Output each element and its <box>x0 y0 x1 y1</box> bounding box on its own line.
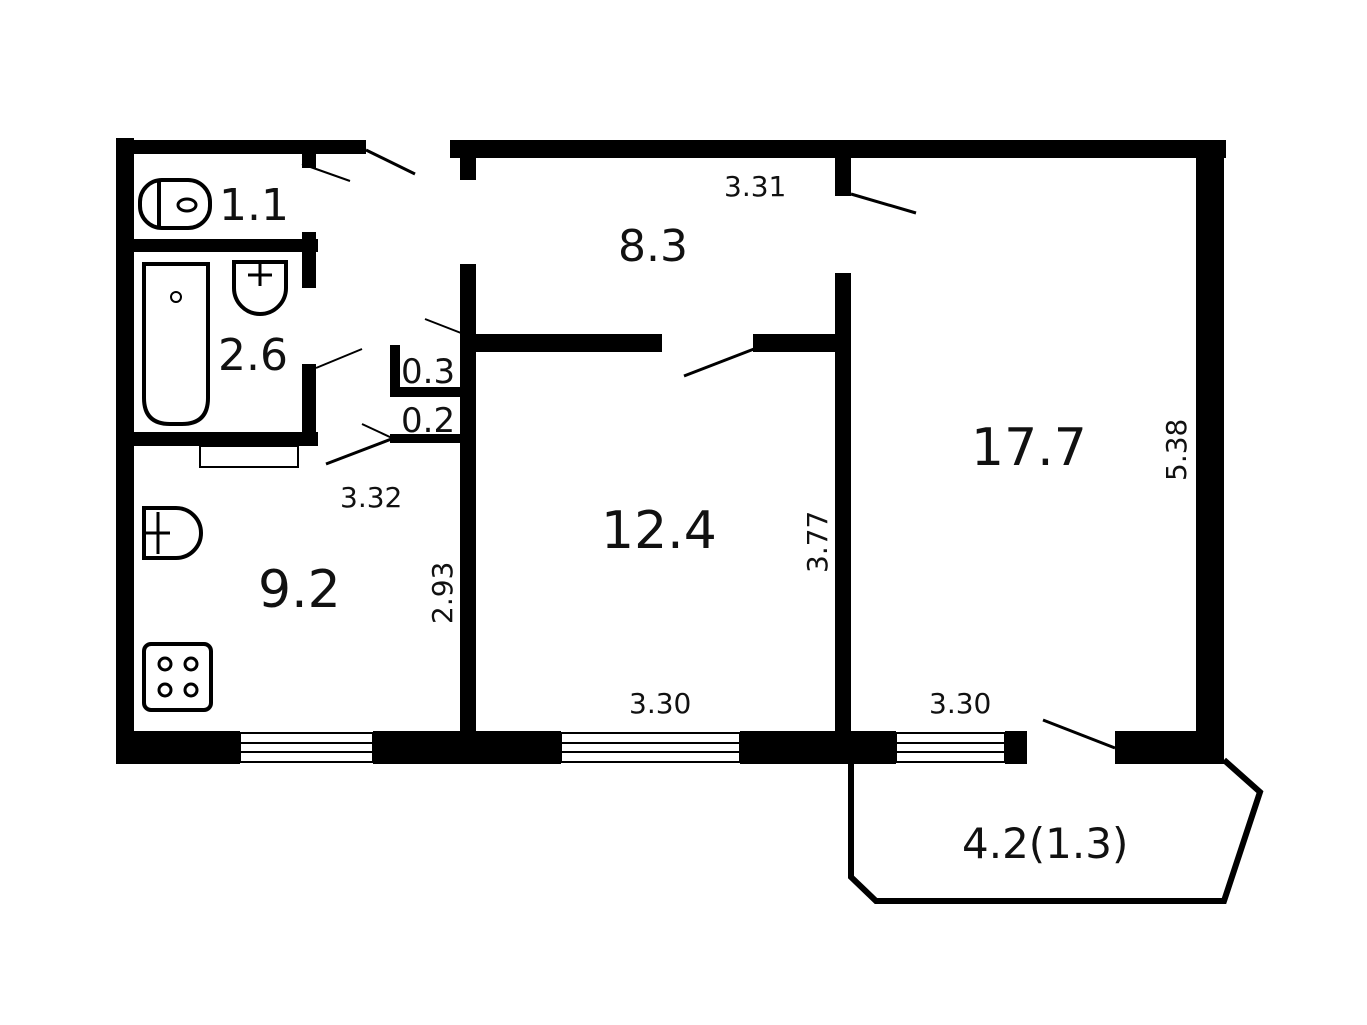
dim-large-room-width: 3.30 <box>929 687 991 720</box>
wall-bottom-1 <box>116 731 240 764</box>
bathtub-icon <box>142 262 210 426</box>
area-bathroom: 2.6 <box>218 330 288 381</box>
wall-bath-right-upper <box>302 232 316 288</box>
door-hall-to-closet <box>424 318 462 334</box>
dim-middle-room-width: 3.30 <box>629 687 691 720</box>
wall-closet-bottom <box>390 434 476 443</box>
dim-hallway-length: 3.31 <box>724 170 786 203</box>
room-area-labels: 1.1 2.6 0.3 0.2 8.3 9.2 12.4 17.7 4.2(1.… <box>218 180 1128 868</box>
wall-middle-large-top <box>835 154 851 196</box>
walls <box>116 138 1226 764</box>
door-balcony <box>1042 718 1116 750</box>
dimension-labels: 3.31 3.32 2.93 3.30 3.77 3.30 5.38 <box>340 170 1193 720</box>
wall-bath-right-lower <box>302 364 316 446</box>
windows <box>239 732 1006 763</box>
wall-toilet-bath <box>134 239 318 252</box>
area-closet-1: 0.3 <box>401 352 455 392</box>
kitchen-counter <box>199 445 299 468</box>
dim-kitchen-depth: 2.93 <box>426 562 459 624</box>
area-balcony: 4.2(1.3) <box>962 819 1128 868</box>
wall-top-left <box>116 140 366 154</box>
wall-middle-top-right <box>753 334 835 352</box>
door-middle-room <box>683 347 755 378</box>
toilet-icon <box>138 178 212 230</box>
door-entrance <box>365 148 416 176</box>
wall-bottom-4 <box>1005 731 1027 764</box>
window-large-room <box>895 732 1006 763</box>
wall-middle-top-left <box>476 334 662 352</box>
area-hallway: 8.3 <box>618 221 688 272</box>
window-middle-room <box>560 732 741 763</box>
area-kitchen: 9.2 <box>258 560 341 620</box>
window-kitchen <box>239 732 374 763</box>
wall-bottom-5 <box>1115 731 1224 764</box>
wall-kitchen-middle <box>460 264 476 734</box>
wall-bath-bottom <box>134 432 318 446</box>
doors <box>301 148 1116 750</box>
dim-large-room-depth: 5.38 <box>1160 419 1193 481</box>
dim-middle-room-depth: 3.77 <box>801 511 834 573</box>
dim-kitchen-width: 3.32 <box>340 481 402 514</box>
kitchen-sink-icon <box>142 506 203 560</box>
wall-closet-left <box>390 345 400 390</box>
wall-top-main <box>450 140 1226 158</box>
washbasin-icon <box>232 260 288 316</box>
door-toilet <box>301 163 351 182</box>
stove-icon <box>142 642 213 712</box>
wall-bottom-3 <box>740 731 896 764</box>
area-large-room: 17.7 <box>971 418 1087 478</box>
door-kitchen <box>325 436 395 466</box>
wall-right-exterior <box>1196 140 1224 764</box>
area-toilet: 1.1 <box>219 180 289 231</box>
wall-closet-mid <box>390 387 476 397</box>
area-closet-2: 0.2 <box>401 401 455 441</box>
wall-bottom-2 <box>373 731 561 764</box>
door-closet <box>361 423 393 439</box>
area-middle-room: 12.4 <box>601 501 717 561</box>
door-bathroom <box>315 348 363 369</box>
wall-hall-jamb <box>460 154 476 180</box>
wall-left-exterior <box>116 138 134 764</box>
door-large-room <box>850 192 917 215</box>
balcony-outline <box>848 746 1264 904</box>
wall-middle-large <box>835 273 851 743</box>
